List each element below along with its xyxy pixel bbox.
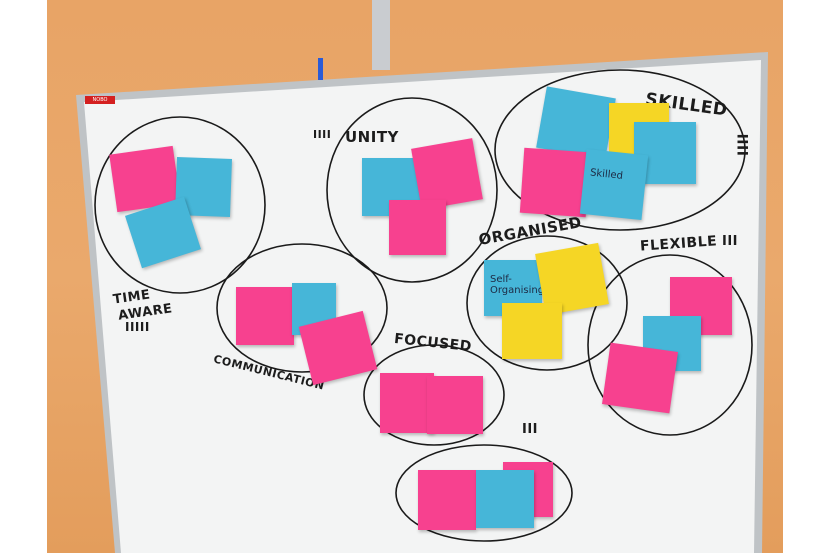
sticky-note-pink: [602, 342, 678, 414]
sticky-note-blue: [476, 470, 534, 528]
board-clip-top: [372, 0, 390, 70]
cluster-flexible: [587, 254, 753, 436]
note-skilled-text: Skilled: [589, 167, 624, 182]
cluster-focused: [363, 344, 505, 446]
sticky-note-pink: [418, 470, 476, 530]
sticky-note-pink: [380, 373, 434, 433]
label-flexible-tally: III: [722, 234, 739, 249]
cluster-time-aware: [94, 116, 266, 294]
marker: [318, 58, 323, 80]
label-unity-tally: IIII: [313, 128, 332, 141]
brand-logo: NOBO: [85, 96, 115, 104]
sticky-note-yellow: [502, 303, 562, 359]
sticky-note-pink: [236, 287, 294, 345]
label-skilled-tally: IIII: [733, 133, 750, 157]
cluster-unity: [326, 97, 498, 283]
sticky-note-pink: [389, 200, 446, 255]
note-self-organising-text: Self-Organising: [490, 274, 542, 296]
cluster-skilled: [494, 69, 746, 231]
cluster-communication: [216, 243, 388, 373]
cluster-outlines: [94, 69, 753, 542]
label-time-tally: IIIII: [125, 320, 150, 334]
sticky-note-pink: [427, 376, 483, 434]
sticky-note-blue: Skilled: [579, 148, 649, 221]
label-unity: UNITY: [345, 128, 399, 146]
cluster-bottom: [395, 444, 573, 542]
cluster-organised: [466, 235, 628, 371]
label-bottom-tally: III: [522, 422, 539, 437]
